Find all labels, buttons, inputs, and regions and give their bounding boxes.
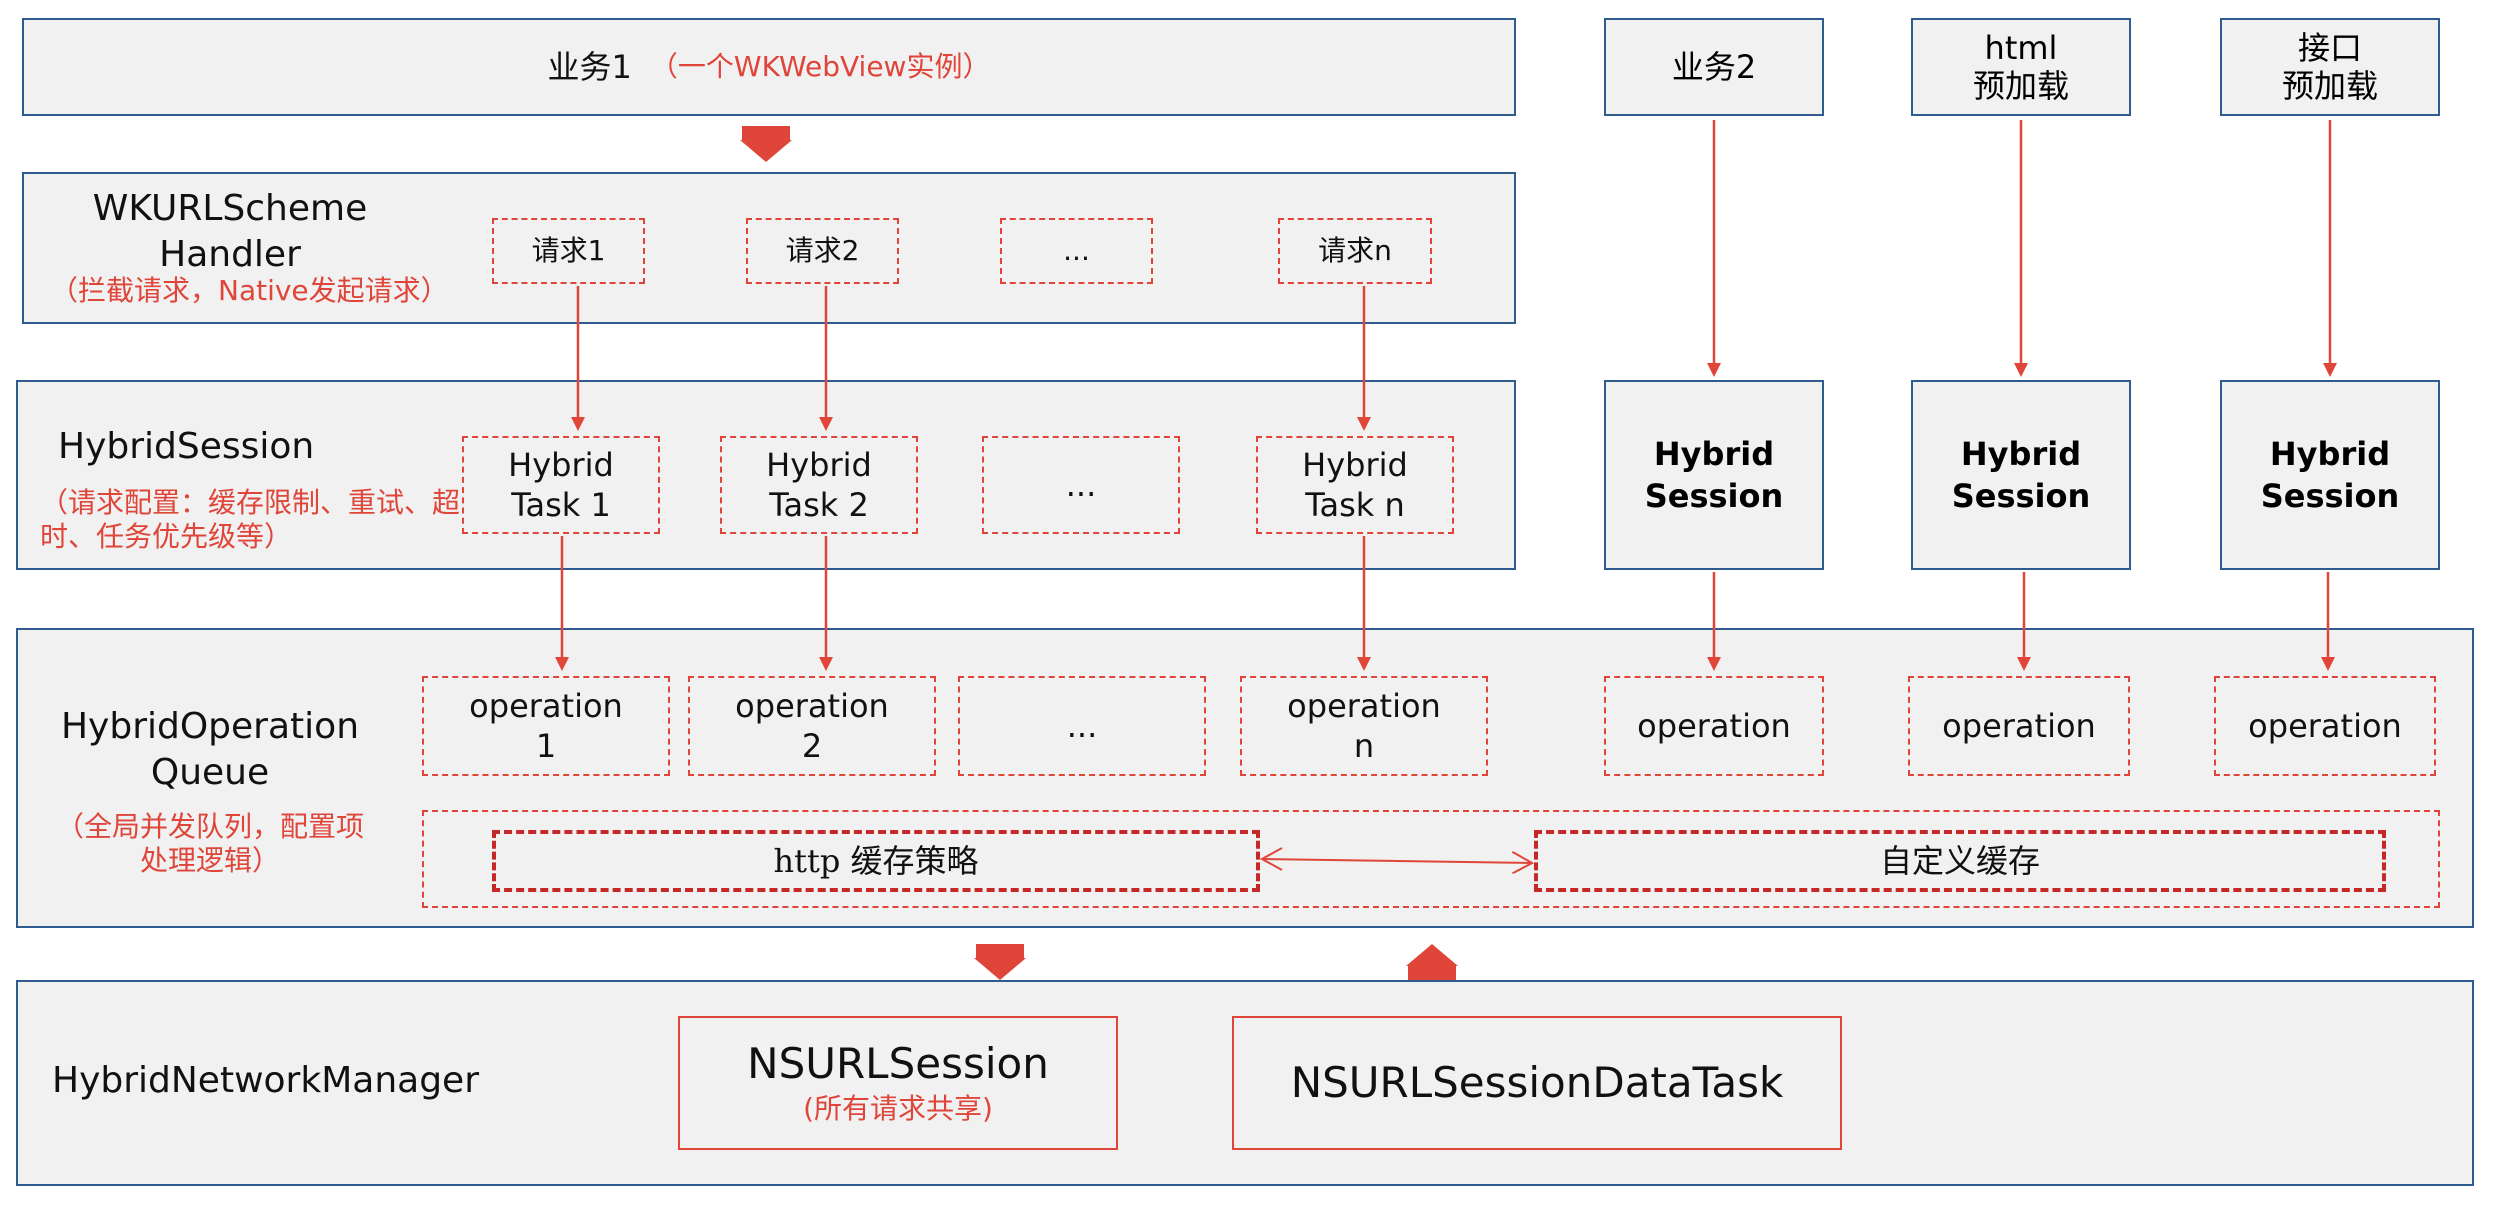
operation-2-line2: 2: [801, 727, 823, 765]
scheme-handler-title: WKURLScheme Handler: [40, 186, 420, 278]
html-preload-line2: 预加载: [1972, 67, 2069, 105]
scheme-handler-title-line1: WKURLScheme: [92, 188, 368, 229]
api-preload-box: 接口 预加载: [2220, 18, 2440, 116]
cache-strategy-container: [422, 810, 2440, 908]
side-session-3-line2: Session: [2260, 477, 2400, 515]
operation-n-line2: n: [1353, 727, 1375, 765]
hybrid-task-1-line1: Hybrid: [508, 446, 614, 484]
operation-1-line1: operation: [469, 687, 623, 725]
hybrid-session-note-line1: （请求配置：缓存限制、重试、超: [40, 486, 461, 519]
custom-cache-box: 自定义缓存: [1534, 830, 2386, 892]
scheme-handler-note: （拦截请求，Native发起请求）: [50, 274, 449, 307]
custom-cache-label: 自定义缓存: [1879, 842, 2040, 880]
hybrid-task-1-line2: Task 1: [511, 486, 611, 524]
hybrid-task-2: Hybrid Task 2: [720, 436, 918, 534]
biz2-box: 业务2: [1604, 18, 1824, 116]
biz1-note: （一个WKWebView实例）: [649, 50, 991, 83]
network-manager-title: HybridNetworkManager: [52, 1060, 479, 1101]
request-1: 请求1: [492, 218, 645, 284]
hybrid-session-panel: [16, 380, 1516, 570]
side-operation-2: operation: [1908, 676, 2130, 776]
block-arrow-queue-down: [974, 944, 1026, 980]
hybrid-session-title: HybridSession: [58, 426, 315, 467]
hybrid-task-1: Hybrid Task 1: [462, 436, 660, 534]
operation-ellipsis: ...: [958, 676, 1206, 776]
operation-1: operation 1: [422, 676, 670, 776]
http-cache-label: http 缓存策略: [773, 842, 979, 880]
block-arrow-biz1-down: [740, 126, 792, 162]
nsurlsessiondatatask-box: NSURLSessionDataTask: [1232, 1016, 1842, 1150]
api-preload-line1: 接口: [2297, 29, 2362, 67]
hybrid-task-n: Hybrid Task n: [1256, 436, 1454, 534]
operation-queue-note-line2: 处理逻辑）: [139, 844, 280, 877]
operation-ellipsis-label: ...: [1066, 707, 1098, 745]
side-session-2-line1: Hybrid: [1960, 435, 2082, 473]
hybrid-task-2-line2: Task 2: [769, 486, 869, 524]
side-session-2-line2: Session: [1951, 477, 2091, 515]
html-preload-box: html 预加载: [1911, 18, 2131, 116]
operation-queue-title-line1: HybridOperation: [60, 706, 360, 747]
biz1-label: 业务1: [547, 48, 632, 86]
operation-queue-note-line1: （全局并发队列，配置项: [55, 810, 364, 843]
request-ellipsis: ...: [1000, 218, 1153, 284]
hybrid-task-n-line1: Hybrid: [1302, 446, 1408, 484]
side-operation-3: operation: [2214, 676, 2436, 776]
http-cache-box: http 缓存策略: [492, 830, 1260, 892]
scheme-handler-title-line2: Handler: [159, 234, 301, 275]
request-n: 请求n: [1278, 218, 1432, 284]
hybrid-session-note: （请求配置：缓存限制、重试、超 时、任务优先级等）: [40, 486, 460, 554]
operation-2-line1: operation: [735, 687, 889, 725]
operation-n-line1: operation: [1287, 687, 1441, 725]
nsurlsession-label: NSURLSession: [747, 1039, 1049, 1088]
side-session-2: Hybrid Session: [1911, 380, 2131, 570]
operation-n: operation n: [1240, 676, 1488, 776]
side-session-3: Hybrid Session: [2220, 380, 2440, 570]
hybrid-task-2-line1: Hybrid: [766, 446, 872, 484]
side-session-1: Hybrid Session: [1604, 380, 1824, 570]
hybrid-task-n-line2: Task n: [1305, 486, 1405, 524]
hybrid-task-ellipsis-label: ...: [1065, 466, 1097, 504]
side-session-3-line1: Hybrid: [2269, 435, 2391, 473]
operation-queue-panel: [16, 628, 2474, 928]
nsurlsession-box: NSURLSession (所有请求共享): [678, 1016, 1118, 1150]
block-arrow-manager-up: [1406, 944, 1458, 980]
biz1-label-group: 业务1 （一个WKWebView实例）: [22, 18, 1516, 116]
scheme-handler-panel: [22, 172, 1516, 324]
nsurlsession-note: (所有请求共享): [803, 1092, 993, 1125]
api-preload-line2: 预加载: [2281, 67, 2378, 105]
operation-queue-title-line2: Queue: [150, 752, 270, 793]
side-session-1-line1: Hybrid: [1653, 435, 1775, 473]
hybrid-session-note-line2: 时、任务优先级等）: [40, 520, 293, 553]
biz2-label: 业务2: [1671, 48, 1757, 86]
nsurlsessiondatatask-label: NSURLSessionDataTask: [1290, 1058, 1784, 1107]
operation-queue-title: HybridOperation Queue: [30, 704, 390, 796]
biz1-box: [22, 18, 1516, 116]
request-2: 请求2: [746, 218, 899, 284]
operation-queue-note: （全局并发队列，配置项 处理逻辑）: [40, 810, 380, 878]
side-session-1-line2: Session: [1644, 477, 1784, 515]
operation-1-line2: 1: [535, 727, 557, 765]
operation-2: operation 2: [688, 676, 936, 776]
side-operation-1: operation: [1604, 676, 1824, 776]
hybrid-task-ellipsis: ...: [982, 436, 1180, 534]
html-preload-line1: html: [1984, 29, 2058, 67]
